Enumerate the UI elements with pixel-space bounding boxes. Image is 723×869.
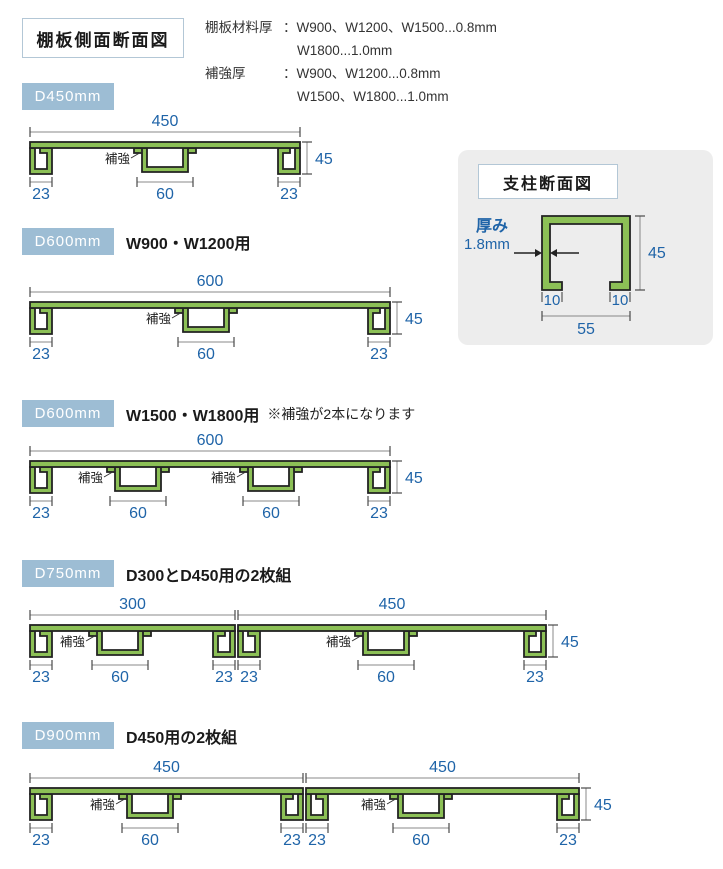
svg-text:補強: 補強 xyxy=(361,798,387,812)
svg-text:23: 23 xyxy=(526,669,544,685)
pillar-title: 支柱断面図 xyxy=(502,175,593,193)
note-row: W1500、W1800...1.0mm xyxy=(205,85,497,108)
svg-text:60: 60 xyxy=(141,832,159,848)
svg-text:45: 45 xyxy=(315,151,333,168)
note-value: ：W900、W1200、W1500...0.8mm xyxy=(283,20,497,35)
pillar-panel: 支柱断面図 厚み 1.8mm 10 10 55 45 xyxy=(458,150,713,345)
note-value: W1800...1.0mm xyxy=(297,43,393,58)
svg-text:23: 23 xyxy=(32,505,50,521)
note-label: 棚板材料厚 xyxy=(205,20,273,35)
page-title-box: 棚板側面断面図 xyxy=(22,18,184,58)
svg-text:60: 60 xyxy=(156,186,174,202)
svg-text:45: 45 xyxy=(594,797,612,814)
section-subtitle: W900・W1200用 xyxy=(126,235,251,253)
svg-text:23: 23 xyxy=(280,186,298,202)
svg-text:45: 45 xyxy=(648,245,666,262)
svg-text:60: 60 xyxy=(197,346,215,362)
section-chip-d900: D900mm xyxy=(22,722,114,749)
svg-text:55: 55 xyxy=(577,321,595,338)
svg-text:45: 45 xyxy=(561,634,579,651)
section-subtitle: W1500・W1800用 ※補強が2本になります xyxy=(126,405,416,425)
svg-text:補強: 補強 xyxy=(211,471,237,485)
note-row: 棚板材料厚 ：W900、W1200、W1500...0.8mm xyxy=(205,16,497,39)
svg-text:23: 23 xyxy=(370,505,388,521)
section-chip-d600b: D600mm xyxy=(22,400,114,427)
svg-text:23: 23 xyxy=(559,832,577,848)
svg-text:23: 23 xyxy=(32,669,50,685)
note-value: ：W900、W1200...0.8mm xyxy=(283,66,441,81)
svg-text:450: 450 xyxy=(152,113,179,130)
svg-text:600: 600 xyxy=(197,432,224,449)
section-chip-d750: D750mm xyxy=(22,560,114,587)
svg-text:45: 45 xyxy=(405,470,423,487)
svg-text:23: 23 xyxy=(32,346,50,362)
pillar-title-box: 支柱断面図 xyxy=(478,164,618,199)
svg-text:補強: 補強 xyxy=(146,312,172,326)
svg-text:10: 10 xyxy=(544,292,561,309)
svg-text:23: 23 xyxy=(308,832,326,848)
cross-section-d450: 60 補強 450 23 23 45 xyxy=(22,110,360,202)
note-row: W1800...1.0mm xyxy=(205,39,497,62)
note-row: 補強厚 ：W900、W1200...0.8mm xyxy=(205,62,497,85)
svg-text:23: 23 xyxy=(283,832,301,848)
section-chip-d600a: D600mm xyxy=(22,228,114,255)
svg-text:60: 60 xyxy=(412,832,430,848)
cross-section-d600a: 60 補強 600 23 23 45 xyxy=(22,270,450,362)
svg-text:補強: 補強 xyxy=(326,635,352,649)
svg-text:補強: 補強 xyxy=(60,635,86,649)
thickness-label: 厚み xyxy=(476,218,509,235)
section-subtitle: D300とD450用の2枚組 xyxy=(126,567,292,585)
material-notes: 棚板材料厚 ：W900、W1200、W1500...0.8mm W1800...… xyxy=(205,16,497,108)
pillar-drawing: 10 10 55 45 xyxy=(458,206,713,346)
svg-text:補強: 補強 xyxy=(105,152,131,166)
svg-text:10: 10 xyxy=(612,292,629,309)
svg-text:450: 450 xyxy=(429,759,456,776)
svg-text:60: 60 xyxy=(377,669,395,685)
cross-section-d600b: 60 補強 60 補強 600 23 23 45 xyxy=(22,429,450,521)
svg-text:23: 23 xyxy=(32,832,50,848)
svg-text:23: 23 xyxy=(370,346,388,362)
section-chip-d450: D450mm xyxy=(22,83,114,110)
section-note: ※補強が2本になります xyxy=(267,405,416,422)
svg-text:60: 60 xyxy=(111,669,129,685)
svg-text:600: 600 xyxy=(197,273,224,290)
svg-text:23: 23 xyxy=(215,669,233,685)
svg-text:補強: 補強 xyxy=(78,471,104,485)
svg-text:450: 450 xyxy=(153,759,180,776)
cross-section-d750: 60 補強 300 23 23 60 補強 450 23 23 45 xyxy=(22,593,606,685)
svg-text:60: 60 xyxy=(129,505,147,521)
svg-text:300: 300 xyxy=(119,596,146,613)
cross-section-d900: 60 補強 450 23 23 60 補強 450 23 23 45 xyxy=(22,756,639,848)
note-value: W1500、W1800...1.0mm xyxy=(297,89,449,104)
page-title: 棚板側面断面図 xyxy=(36,30,170,50)
svg-text:45: 45 xyxy=(405,311,423,328)
svg-text:23: 23 xyxy=(32,186,50,202)
note-label: 補強厚 xyxy=(205,66,246,81)
section-subtitle: D450用の2枚組 xyxy=(126,729,238,747)
svg-text:450: 450 xyxy=(379,596,406,613)
svg-text:60: 60 xyxy=(262,505,280,521)
svg-text:23: 23 xyxy=(240,669,258,685)
svg-text:補強: 補強 xyxy=(90,798,116,812)
thickness-value: 1.8mm xyxy=(464,236,510,253)
